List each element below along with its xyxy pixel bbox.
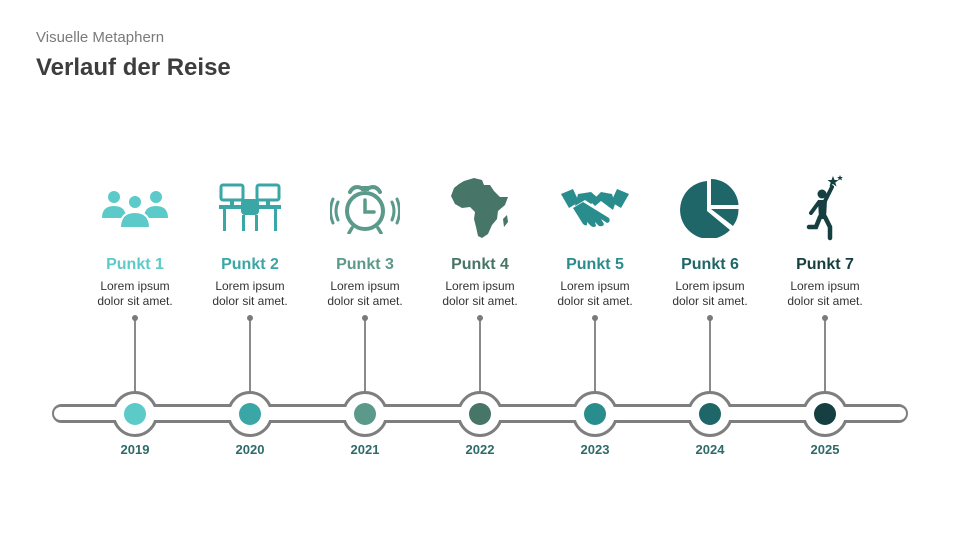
connector-line [709,317,711,392]
point-title: Punkt 1 [106,256,164,273]
point-description-line: Lorem ipsum [330,279,400,293]
point-description: Lorem ipsum dolor sit amet. [75,279,195,309]
reaching-star-icon [765,175,885,241]
point-description-line: Lorem ipsum [560,279,630,293]
year-label: 2019 [120,442,150,457]
connector-dot [132,315,138,321]
handshake-icon [535,175,655,241]
point-description-line: dolor sit amet. [212,294,288,308]
year-label: 2021 [350,442,380,457]
point-description-line: dolor sit amet. [442,294,518,308]
timeline-node-dot [124,403,146,425]
year-label: 2022 [465,442,495,457]
pie-chart-icon [650,175,770,241]
point-title: Punkt 7 [796,256,854,273]
year-label: 2025 [810,442,840,457]
point-column-2: Punkt 2 Lorem ipsum dolor sit amet. [190,175,310,309]
connector-line [594,317,596,392]
year-label: 2023 [580,442,610,457]
point-column-3: Punkt 3 Lorem ipsum dolor sit amet. [305,175,425,309]
timeline-node-dot [814,403,836,425]
point-title: Punkt 5 [566,256,624,273]
connector-dot [362,315,368,321]
connector-line [824,317,826,392]
point-column-7: Punkt 7 Lorem ipsum dolor sit amet. [765,175,885,309]
point-description: Lorem ipsum dolor sit amet. [190,279,310,309]
connector-dot [822,315,828,321]
connector-line [134,317,136,392]
point-description-line: dolor sit amet. [327,294,403,308]
point-description-line: Lorem ipsum [215,279,285,293]
alarm-clock-icon [305,175,425,241]
connector-dot [707,315,713,321]
point-description-line: dolor sit amet. [97,294,173,308]
timeline-node-dot [239,403,261,425]
timeline-node-dot [469,403,491,425]
connector-line [479,317,481,392]
point-description: Lorem ipsum dolor sit amet. [420,279,540,309]
people-group-icon [75,175,195,241]
point-description-line: dolor sit amet. [672,294,748,308]
connector-line [249,317,251,392]
point-description-line: Lorem ipsum [445,279,515,293]
point-description: Lorem ipsum dolor sit amet. [650,279,770,309]
year-label: 2020 [235,442,265,457]
point-description: Lorem ipsum dolor sit amet. [305,279,425,309]
point-description-line: dolor sit amet. [787,294,863,308]
office-desks-icon [190,175,310,241]
slide-subtitle: Visuelle Metaphern [36,29,165,46]
year-label: 2024 [695,442,725,457]
connector-dot [247,315,253,321]
timeline-node-dot [354,403,376,425]
timeline-node-dot [584,403,606,425]
timeline-node-dot [699,403,721,425]
point-title: Punkt 2 [221,256,279,273]
point-description: Lorem ipsum dolor sit amet. [535,279,655,309]
point-column-1: Punkt 1 Lorem ipsum dolor sit amet. [75,175,195,309]
connector-line [364,317,366,392]
point-description-line: Lorem ipsum [100,279,170,293]
point-title: Punkt 3 [336,256,394,273]
connector-dot [477,315,483,321]
point-column-5: Punkt 5 Lorem ipsum dolor sit amet. [535,175,655,309]
point-description: Lorem ipsum dolor sit amet. [765,279,885,309]
africa-map-icon [420,175,540,241]
point-description-line: Lorem ipsum [790,279,860,293]
point-title: Punkt 4 [451,256,509,273]
slide-title: Verlauf der Reise [36,54,231,81]
connector-dot [592,315,598,321]
point-description-line: dolor sit amet. [557,294,633,308]
point-column-6: Punkt 6 Lorem ipsum dolor sit amet. [650,175,770,309]
point-description-line: Lorem ipsum [675,279,745,293]
point-column-4: Punkt 4 Lorem ipsum dolor sit amet. [420,175,540,309]
point-title: Punkt 6 [681,256,739,273]
